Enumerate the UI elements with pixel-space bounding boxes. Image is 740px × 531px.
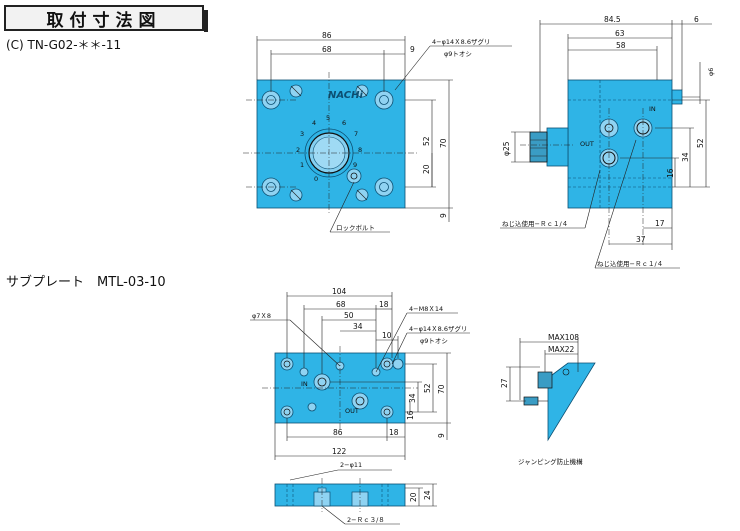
sub-dim-10: 10 (382, 331, 392, 340)
sub-dim-86: 86 (333, 428, 343, 437)
svg-text:6: 6 (342, 119, 346, 127)
sub-hole-callout-1: 4−φ14Ｘ8.6ザグリ (409, 324, 467, 333)
pin-hole (392, 358, 404, 370)
sub-dim-70: 70 (437, 384, 446, 394)
dim-9-top: 9 (410, 45, 415, 54)
sub-dim-18: 18 (389, 428, 399, 437)
dim-20: 20 (422, 164, 431, 174)
side-dim-16: 16 (666, 168, 675, 178)
dim-6: 6 (694, 15, 699, 24)
dim-17: 17 (655, 219, 665, 228)
sub-dim-24: 24 (423, 490, 432, 500)
thread-note-2: ねじ込使用−Ｒｃ１/４ (597, 259, 663, 268)
sub-dim-34: 34 (353, 322, 363, 331)
svg-text:7: 7 (354, 130, 358, 138)
anti-jump-caption: ジャンピング防止機構 (518, 457, 583, 466)
valve-side-body (567, 79, 673, 209)
lock-bolt[interactable] (346, 168, 362, 184)
brand-logo: NACHi (328, 90, 364, 101)
lock-bolt-label: ロックボルト (336, 224, 375, 232)
thread-note-1: ねじ込使用−Ｒｃ１/４ (502, 219, 568, 228)
dia-25: φ25 (502, 141, 511, 156)
svg-text:8: 8 (358, 146, 362, 154)
anti-jump-knob[interactable] (537, 371, 553, 389)
subplate-model-label: サブプレート MTL-03-10 (6, 275, 166, 290)
svg-text:4: 4 (312, 119, 316, 127)
sub-port-note: 2−Ｒｃ３/８ (347, 516, 385, 524)
svg-text:1: 1 (300, 161, 304, 169)
subplate-port-out (351, 392, 369, 410)
svg-text:0: 0 (314, 175, 318, 183)
valve-side-view: IN OUT 84.5 63 58 6 φ6 φ25 52 (500, 15, 715, 269)
dim-9-side: 9 (439, 213, 448, 218)
valve-front-view: NACHi 0 1 2 3 4 5 6 7 8 9 86 (243, 31, 512, 233)
sub-hole-note: 2−φ11 (340, 461, 362, 469)
anti-jump-detail: MAX108 MAX22 27 ジャンピング防止機構 (500, 333, 596, 466)
anti-jump-wedge (547, 362, 596, 442)
subplate-port-in (313, 373, 331, 391)
dim-37: 37 (636, 235, 646, 244)
hole-callout-2: φ9トオシ (444, 50, 472, 58)
side-dim-34: 34 (681, 152, 690, 162)
svg-text:3: 3 (300, 130, 304, 138)
dim-63: 63 (615, 29, 625, 38)
sub-dim-50: 50 (344, 311, 354, 320)
sub-dim-16: 16 (406, 410, 415, 420)
port-in-label: IN (649, 105, 656, 113)
svg-text:9: 9 (353, 161, 357, 169)
sub-dim-18-top: 18 (379, 300, 389, 309)
sub-dim-20: 20 (409, 492, 418, 502)
dia-6: φ6 (707, 68, 715, 76)
side-dim-52: 52 (696, 138, 705, 148)
sub-dim-68: 68 (336, 300, 346, 309)
dim-58: 58 (616, 41, 626, 50)
dim-70: 70 (439, 138, 448, 148)
sub-dim-9: 9 (437, 433, 446, 438)
hole-callout-1: 4−φ14Ｘ8.6ザグリ (432, 37, 490, 46)
dim-52: 52 (422, 136, 431, 146)
side-knob[interactable] (529, 131, 548, 163)
dim-84-5: 84.5 (604, 15, 621, 24)
max108-label: MAX108 (548, 333, 579, 342)
sub-dim-52: 52 (423, 383, 432, 393)
sub-port-in-label: IN (301, 380, 308, 388)
sub-dim-34-side: 34 (408, 393, 417, 403)
subplate-top-view: IN OUT 104 68 18 50 34 10 4−M8Ｘ14 4−φ14Ｘ… (250, 287, 470, 460)
subplate-side-body (274, 483, 406, 507)
max22-label: MAX22 (548, 345, 575, 354)
dial-numbers: 0 1 2 3 4 5 6 7 8 9 (296, 114, 362, 183)
port-out-label: OUT (580, 140, 594, 148)
pin-callout: φ7Ｘ8 (252, 312, 271, 320)
pilot-stub (671, 89, 683, 105)
svg-text:5: 5 (326, 114, 330, 122)
page-title: 取付寸法図 (4, 5, 208, 32)
valve-model-label: (C) TN-G02-＊＊-11 (6, 38, 122, 52)
dim-86: 86 (322, 31, 332, 40)
bolt-callout: 4−M8Ｘ14 (409, 305, 443, 313)
svg-text:2: 2 (296, 146, 300, 154)
sub-dim-122: 122 (332, 447, 347, 456)
subplate-side-view: 2−φ11 2−Ｒｃ３/８ 20 24 (274, 461, 437, 525)
sub-dim-104: 104 (332, 287, 347, 296)
sub-port-out-label: OUT (345, 407, 359, 415)
dim-27: 27 (500, 378, 509, 388)
sub-hole-callout-2: φ9トオシ (420, 337, 448, 345)
dim-68: 68 (322, 45, 332, 54)
